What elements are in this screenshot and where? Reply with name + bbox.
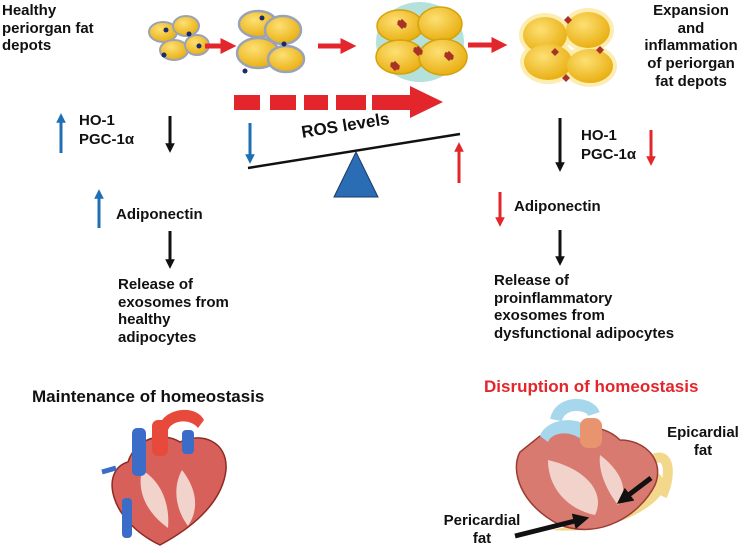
- seesaw-fulcrum: [333, 150, 379, 198]
- label-disruption: Disruption of homeostasis: [484, 377, 699, 396]
- label-healthy-depots: Healthy periorgan fat depots: [2, 2, 94, 55]
- label-adiponectin-left: Adiponectin: [116, 206, 203, 223]
- fat-cluster-healthy: [148, 15, 210, 61]
- fat-cluster-expanded: [519, 8, 617, 87]
- diseased-heart-illustration: [515, 399, 673, 531]
- label-ho1-left: HO-1: [79, 112, 115, 129]
- label-pgc-right: PGC-1α: [581, 146, 637, 163]
- label-release-dysfunctional: Release of proinflammatory exosomes from…: [494, 272, 675, 343]
- label-maintenance: Maintenance of homeostasis: [32, 387, 265, 406]
- label-release-healthy: Release of exosomes from healthy adipocy…: [118, 276, 229, 347]
- label-adiponectin-right: Adiponectin: [514, 198, 601, 215]
- fat-cluster-inflamed: [375, 2, 468, 82]
- label-pgc-left: PGC-1α: [79, 131, 135, 148]
- label-ho1-right: HO-1: [581, 127, 617, 144]
- label-epicardial-fat: Epicardial fat: [667, 424, 739, 459]
- healthy-heart-illustration: [101, 409, 227, 546]
- epicardial-pointer-arrow: [616, 476, 653, 504]
- pericardial-pointer-arrow: [514, 513, 590, 539]
- seesaw-beam: [247, 132, 461, 170]
- ros-increase-arrow: [234, 86, 443, 118]
- label-expansion: Expansion and inflammation of periorgan …: [644, 2, 738, 90]
- fat-cluster-enlarging: [235, 9, 306, 74]
- label-pericardial-fat: Pericardial fat: [443, 512, 521, 547]
